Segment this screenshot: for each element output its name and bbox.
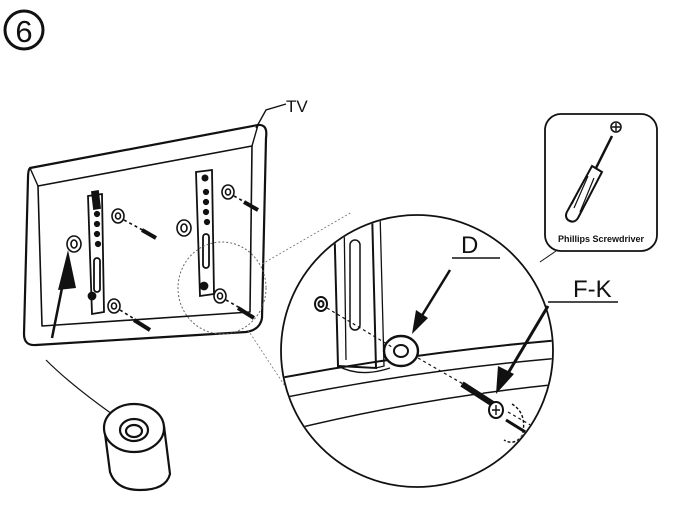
tv-mount-hole-icon bbox=[176, 219, 192, 237]
washer-icon bbox=[111, 208, 125, 224]
step-badge: 6 bbox=[3, 9, 45, 51]
tv-outline bbox=[22, 123, 268, 347]
spacer-arrow bbox=[50, 250, 76, 339]
right-bracket-strip bbox=[195, 168, 215, 298]
screw-label: F-K bbox=[573, 276, 612, 303]
step-circle bbox=[3, 9, 45, 51]
tool-inset-box bbox=[544, 113, 658, 252]
right-bracket bbox=[195, 168, 215, 298]
washer-icon bbox=[213, 288, 227, 304]
left-bracket bbox=[87, 189, 105, 316]
screw-icon bbox=[132, 318, 152, 332]
tool-inset: Phillips Screwdriver bbox=[544, 113, 658, 252]
step-number: 6 bbox=[15, 14, 32, 49]
detail-screw-icon bbox=[460, 380, 504, 419]
washer-icon bbox=[107, 298, 121, 314]
tv-label: TV bbox=[286, 97, 308, 116]
tv-fasteners bbox=[66, 184, 259, 332]
screw-arrow-icon bbox=[496, 366, 514, 394]
tv-callout: TV bbox=[255, 97, 308, 129]
spacer-leader bbox=[45, 359, 113, 415]
tv-back-recess bbox=[37, 145, 253, 327]
detail-callout-circle bbox=[177, 241, 267, 335]
washer-arrow-icon bbox=[412, 310, 428, 334]
tv-mount-hole-icon bbox=[66, 235, 82, 253]
washer-label: D bbox=[461, 232, 478, 259]
screw-icon bbox=[141, 228, 157, 240]
detail-hole-icon bbox=[314, 296, 328, 312]
detail-zoom: D F-K bbox=[280, 214, 618, 488]
spacer-cylinder-icon bbox=[102, 402, 172, 492]
tv-panel bbox=[22, 123, 268, 347]
screw-icon bbox=[236, 306, 256, 320]
phillips-head-icon bbox=[610, 121, 622, 133]
tool-label: Phillips Screwdriver bbox=[558, 234, 645, 244]
washer-icon bbox=[221, 184, 235, 200]
screw-icon bbox=[243, 200, 259, 212]
detail-washer-icon bbox=[382, 334, 420, 368]
tool-screwdriver-icon bbox=[565, 135, 614, 223]
